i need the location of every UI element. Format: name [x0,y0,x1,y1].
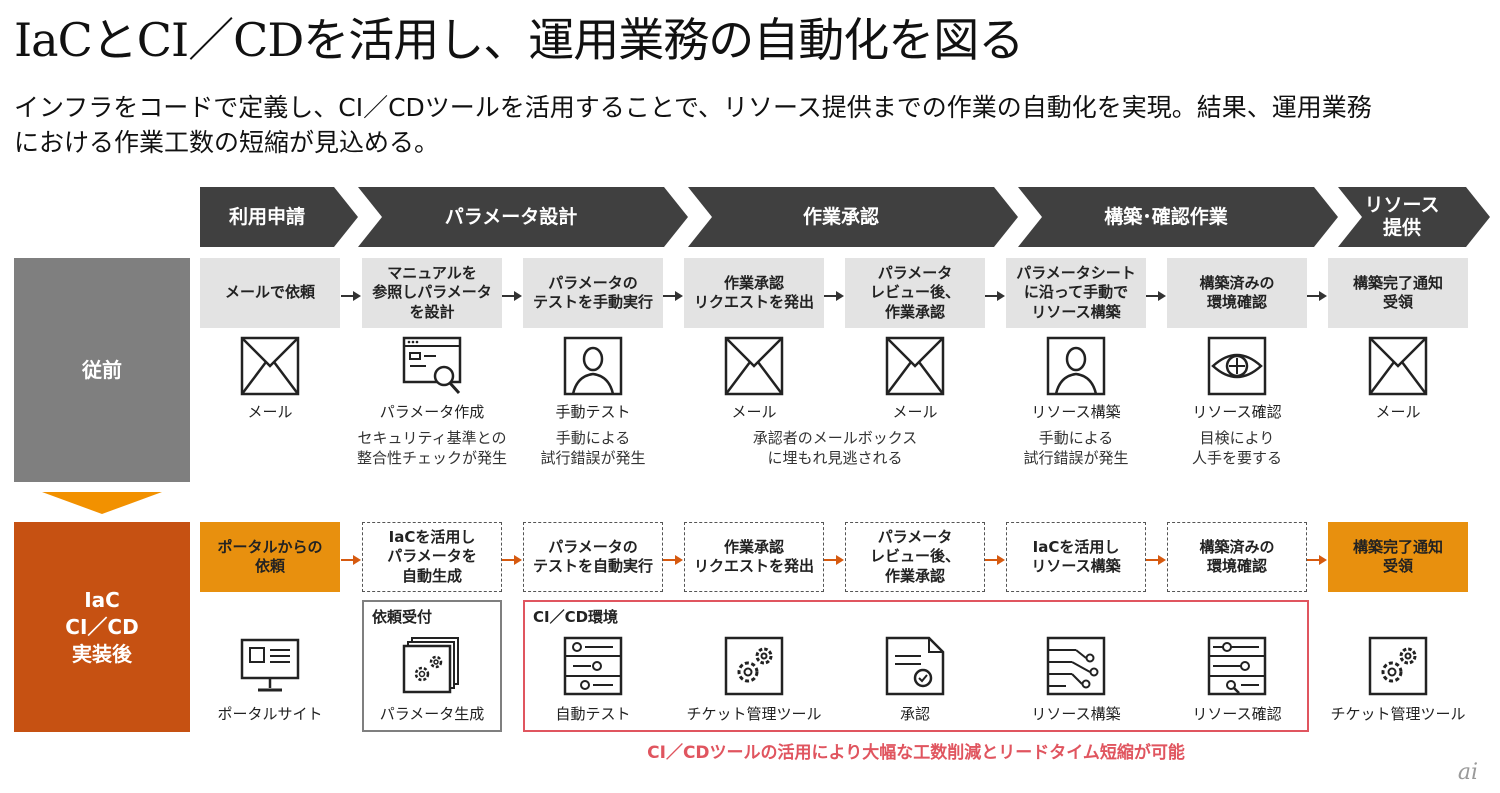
icon-label: 自動テスト [555,705,631,723]
subtitle-line-1: インフラをコードで定義し、CI／CDツールを活用することで、リソース提供までの作… [14,93,1372,122]
eye-icon [1207,336,1267,396]
after-step-8: 構築完了通知 受領 [1328,522,1468,592]
gears-icon [1368,636,1428,696]
arrow-right-icon [824,287,844,301]
approval-doc-icon [885,636,945,696]
icon-label: メール [731,403,777,421]
after-step-7: 構築済みの 環境確認 [1167,522,1307,592]
page-title: IaCとCI／CDを活用し、運用業務の自動化を図る [14,13,1024,67]
down-arrow [42,492,162,514]
before-step-1: メールで依頼 [200,258,340,328]
arrow-right-icon [985,551,1005,565]
phase-parameter-design: パラメータ設計 [358,187,664,247]
arrow-right-icon [1146,287,1166,301]
mail-icon [240,336,300,396]
arrow-right-icon [1307,551,1327,565]
before-step-5: パラメータ レビュー後、 作業承認 [845,258,985,328]
icon-label: ポータルサイト [217,705,323,723]
circuit-icon [1046,636,1106,696]
phase-notch [1338,187,1362,247]
arrow-right-icon [341,551,361,565]
arrow-right-icon [1146,551,1166,565]
after-step-2: IaCを活用し パラメータを 自動生成 [362,522,502,592]
icon-label: 承認 [899,705,930,723]
person-icon [563,336,623,396]
arrow-right-icon [663,551,683,565]
icon-label: チケット管理ツール [1330,705,1466,723]
icon-label: リソース確認 [1192,705,1282,723]
issue-note: 承認者のメールボックス に埋もれ見逃される [752,429,918,468]
arrow-right-icon [1307,287,1327,301]
phase-application: 利用申請 [200,187,334,247]
icon-label: リソース構築 [1031,403,1121,421]
cicd-environment-group: CI／CD環境 [523,600,1309,732]
before-step-2: マニュアルを 参照しパラメータ を設計 [362,258,502,328]
mail-icon [1368,336,1428,396]
after-step-5: パラメータ レビュー後、 作業承認 [845,522,985,592]
row-label-after: IaC CI／CD 実装後 [14,522,190,732]
phase-chevron [664,187,688,247]
gear-stack-icon [402,636,462,696]
icon-label: パラメータ生成 [379,705,485,723]
icon-label: リソース確認 [1192,403,1282,421]
phase-build-check: 構築･確認作業 [1018,187,1314,247]
issue-note: セキュリティ基準との 整合性チェックが発生 [356,429,507,468]
mail-icon [885,336,945,396]
after-step-3: パラメータの テストを自動実行 [523,522,663,592]
monitor-icon [240,636,300,696]
before-step-4: 作業承認 リクエストを発出 [684,258,824,328]
phase-approval: 作業承認 [688,187,994,247]
arrow-right-icon [663,287,683,301]
benefit-note: CI／CDツールの活用により大幅な工数削減とリードタイム短縮が可能 [647,743,1185,763]
arrow-right-icon [502,551,522,565]
before-step-3: パラメータの テストを手動実行 [523,258,663,328]
subtitle-line-2: における作業工数の短縮が見込める。 [14,128,440,157]
arrow-right-icon [341,287,361,301]
phase-notch [358,187,382,247]
after-step-1: ポータルからの 依頼 [200,522,340,592]
test-panel-icon [563,636,623,696]
before-step-6: パラメータシート に沿って手動で リソース構築 [1006,258,1146,328]
phase-chevron [334,187,358,247]
icon-label: メール [247,403,293,421]
gears-icon [724,636,784,696]
request-reception-group: 依頼受付 [362,600,502,732]
mail-icon [724,336,784,396]
issue-note: 手動による 試行錯誤が発生 [540,429,646,468]
parameter-window-search-icon [402,336,462,396]
phase-chevron [994,187,1018,247]
icon-label: パラメータ作成 [379,403,485,421]
group-title: 依頼受付 [372,608,433,626]
arrow-right-icon [985,287,1005,301]
icon-label: 手動テスト [555,403,631,421]
after-step-6: IaCを活用し リソース構築 [1006,522,1146,592]
before-step-7: 構築済みの 環境確認 [1167,258,1307,328]
phase-notch [688,187,712,247]
row-label-before: 従前 [14,258,190,482]
phase-notch [1018,187,1042,247]
icon-label: メール [892,403,938,421]
icon-label: チケット管理ツール [686,705,822,723]
slider-search-icon [1207,636,1267,696]
phase-chevron [1314,187,1338,247]
issue-note: 手動による 試行錯誤が発生 [1023,429,1129,468]
arrow-right-icon [824,551,844,565]
issue-note: 目検により 人手を要する [1191,429,1282,468]
phase-chevron [1466,187,1490,247]
publisher-logo: ai [1457,760,1478,785]
before-step-8: 構築完了通知 受領 [1328,258,1468,328]
person-icon [1046,336,1106,396]
icon-label: メール [1375,403,1421,421]
icon-label: リソース構築 [1031,705,1121,723]
arrow-right-icon [502,287,522,301]
after-step-4: 作業承認 リクエストを発出 [684,522,824,592]
group-title: CI／CD環境 [533,608,619,626]
